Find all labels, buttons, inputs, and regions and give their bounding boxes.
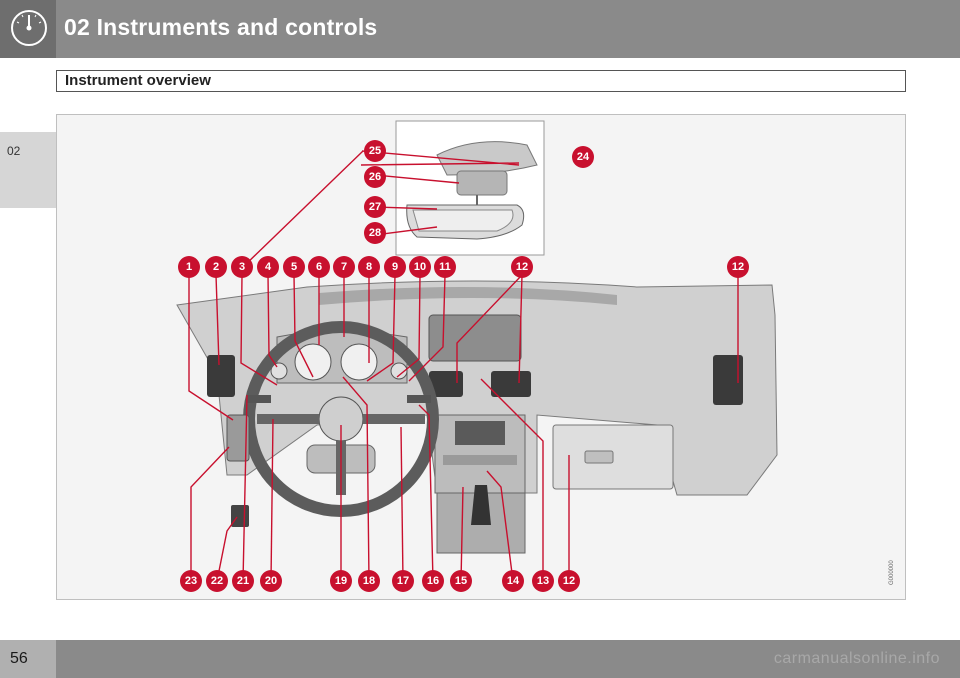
watermark-text: carmanualsonline.info — [773, 650, 940, 667]
callout-15: 14 — [502, 570, 524, 592]
chapter-header: 02 Instruments and controls — [0, 0, 960, 58]
section-heading-bar: Instrument overview — [56, 70, 906, 92]
svg-text:24: 24 — [577, 151, 590, 163]
svg-text:7: 7 — [341, 261, 347, 273]
callout-18: 17 — [392, 570, 414, 592]
svg-text:6: 6 — [316, 261, 322, 273]
svg-text:4: 4 — [265, 261, 272, 273]
svg-text:21: 21 — [237, 575, 249, 587]
callout-6: 6 — [308, 256, 330, 278]
section-title: Instrument overview — [65, 72, 211, 89]
callout-22: 21 — [232, 570, 254, 592]
callout-7: 7 — [333, 256, 355, 278]
callout-17: 16 — [422, 570, 444, 592]
callout-12-center: 12 — [511, 256, 533, 278]
svg-text:2: 2 — [213, 261, 219, 273]
svg-text:16: 16 — [427, 575, 439, 587]
chapter-icon-tab — [0, 0, 56, 58]
svg-text:19: 19 — [335, 575, 347, 587]
callout-12-right: 12 — [727, 256, 749, 278]
svg-text:12: 12 — [563, 575, 575, 587]
svg-text:3: 3 — [239, 261, 245, 273]
svg-text:20: 20 — [265, 575, 277, 587]
callout-21: 20 — [260, 570, 282, 592]
dashboard-panel — [176, 280, 778, 554]
svg-text:13: 13 — [537, 575, 549, 587]
callout-23: 22 — [206, 570, 228, 592]
svg-text:1: 1 — [186, 261, 192, 273]
callout-4: 4 — [257, 256, 279, 278]
callout-13: 12 — [558, 570, 580, 592]
callout-24: 23 — [180, 570, 202, 592]
chapter-side-tab[interactable]: 02 — [0, 132, 56, 208]
svg-text:11: 11 — [439, 261, 451, 273]
callout-2: 2 — [205, 256, 227, 278]
callout-19: 18 — [358, 570, 380, 592]
callout-8: 8 — [358, 256, 380, 278]
page-number: 56 — [10, 650, 28, 667]
dashboard-illustration: 25 24 26 27 28 1 2 3 4 5 6 7 8 9 10 11 1… — [56, 114, 906, 600]
svg-text:12: 12 — [516, 261, 528, 273]
callout-5: 5 — [283, 256, 305, 278]
footer-page-box: 56 — [0, 640, 56, 678]
callout-3: 3 — [231, 256, 253, 278]
svg-text:10: 10 — [414, 261, 426, 273]
callout-27: 26 — [364, 166, 386, 188]
callout-16: 15 — [450, 570, 472, 592]
chapter-title: 02 Instruments and controls — [64, 14, 378, 40]
gauge-icon — [11, 10, 47, 46]
svg-text:12: 12 — [732, 261, 744, 273]
svg-text:14: 14 — [507, 575, 520, 587]
callout-11: 11 — [434, 256, 456, 278]
callout-29: 28 — [364, 222, 386, 244]
svg-text:25: 25 — [369, 145, 381, 157]
callout-badges: 25 24 26 27 28 1 2 3 4 5 6 7 8 9 10 11 1… — [178, 140, 749, 592]
svg-text:23: 23 — [185, 575, 197, 587]
svg-text:27: 27 — [369, 201, 381, 213]
svg-text:17: 17 — [397, 575, 409, 587]
svg-text:22: 22 — [211, 575, 223, 587]
callout-26: 25 — [364, 140, 386, 162]
page-footer: 56 carmanualsonline.info — [0, 640, 960, 678]
svg-text:26: 26 — [369, 171, 381, 183]
svg-text:15: 15 — [455, 575, 467, 587]
svg-text:8: 8 — [366, 261, 372, 273]
svg-text:9: 9 — [392, 261, 398, 273]
callout-9: 9 — [384, 256, 406, 278]
callout-14: 13 — [532, 570, 554, 592]
svg-text:28: 28 — [369, 227, 381, 239]
callout-10: 10 — [409, 256, 431, 278]
svg-text:18: 18 — [363, 575, 375, 587]
chapter-side-tab-label: 02 — [7, 144, 21, 158]
figure-code: G000000 — [889, 560, 895, 585]
callout-1: 1 — [178, 256, 200, 278]
svg-text:5: 5 — [291, 261, 297, 273]
dashboard-drawing: 25 24 26 27 28 1 2 3 4 5 6 7 8 9 10 11 1… — [176, 120, 895, 592]
callout-20: 19 — [330, 570, 352, 592]
callout-25: 24 — [572, 146, 594, 168]
callout-28: 27 — [364, 196, 386, 218]
roof-console-inset — [395, 120, 545, 256]
